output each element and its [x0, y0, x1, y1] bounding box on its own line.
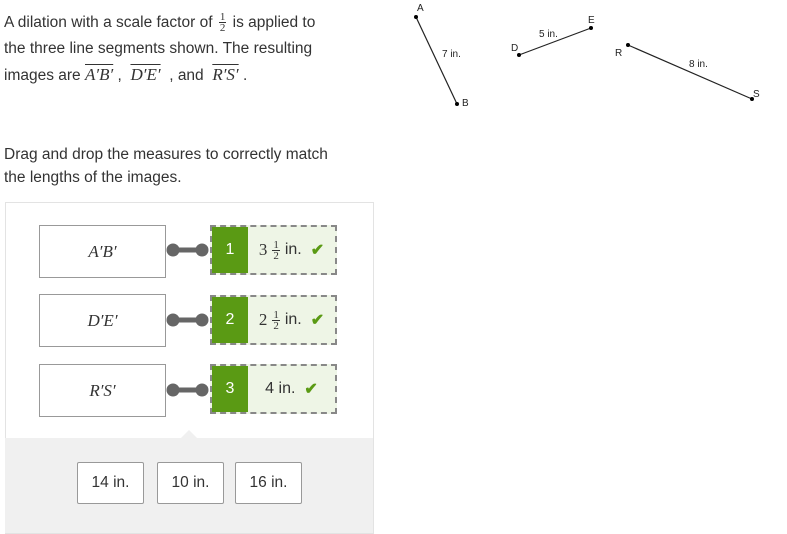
bank-item-14[interactable]: 14 in. [77, 462, 144, 504]
instruction-line2: the lengths of the images. [4, 169, 182, 186]
check-icon: ✔ [310, 312, 325, 329]
answer-value[interactable]: 4 in.✔ [265, 380, 318, 398]
sep: , [117, 67, 122, 84]
check-icon: ✔ [310, 242, 325, 259]
bank-item-10[interactable]: 10 in. [157, 462, 224, 504]
length-rs: 8 in. [689, 59, 708, 70]
segment-ab-line [415, 16, 458, 105]
segment-ab: A′B′ [85, 65, 114, 84]
connector-icon [166, 313, 209, 327]
label-d: D [511, 43, 518, 54]
point-a [414, 15, 418, 19]
segment-de-line [518, 27, 592, 56]
segment-rs: R′S′ [212, 65, 239, 84]
instruction: Drag and drop the measures to correctly … [4, 143, 374, 189]
point-e [589, 26, 593, 30]
segment-de: D′E′ [130, 65, 161, 84]
label-a: A [417, 3, 424, 14]
slot-number: 2 [212, 297, 248, 343]
segment-rs-line [627, 44, 753, 100]
target-ab: A′B′ [39, 225, 166, 278]
prompt-line1: A dilation with a scale factor of [4, 14, 213, 31]
answer-slot-3[interactable]: 3 4 in.✔ [210, 364, 337, 414]
sep: , and [169, 67, 204, 84]
connector-icon [166, 383, 209, 397]
segments-diagram: A B 7 in. D E 5 in. R S 8 in. [414, 3, 760, 109]
length-de: 5 in. [539, 29, 558, 40]
connector-icon [166, 243, 209, 257]
label-s: S [753, 89, 760, 100]
label-e: E [588, 15, 595, 26]
check-icon: ✔ [304, 381, 318, 398]
sep: . [242, 67, 248, 84]
point-d [517, 53, 521, 57]
bank-item-16[interactable]: 16 in. [235, 462, 302, 504]
target-rs: R′S′ [39, 364, 166, 417]
point-s [750, 97, 754, 101]
length-ab: 7 in. [442, 49, 461, 60]
prompt-line1-end: is applied to [232, 14, 316, 31]
label-b: B [462, 98, 469, 109]
instruction-line1: Drag and drop the measures to correctly … [4, 146, 328, 163]
prompt-line3: images are [4, 67, 81, 84]
label-r: R [615, 48, 622, 59]
slot-number: 1 [212, 227, 248, 273]
prompt-line2: the three line segments shown. The resul… [4, 40, 313, 57]
bank-pointer [180, 430, 198, 439]
slot-number: 3 [212, 366, 248, 412]
point-r [626, 43, 630, 47]
target-de: D′E′ [39, 294, 166, 347]
point-b [455, 102, 459, 106]
